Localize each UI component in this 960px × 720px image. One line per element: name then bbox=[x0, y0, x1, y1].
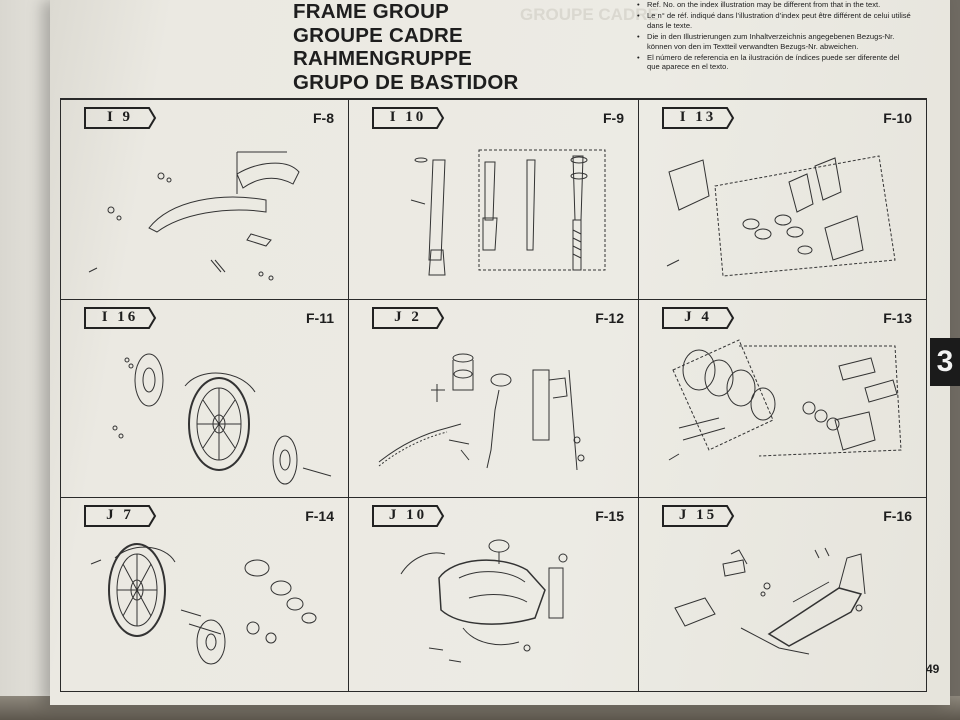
front-fork-drawing bbox=[410, 149, 606, 276]
index-cell[interactable]: J 7 F-14 bbox=[61, 498, 349, 692]
ref-label: I 10 bbox=[389, 109, 427, 125]
index-cell[interactable]: J 4 F-13 bbox=[639, 300, 927, 498]
title-french: GROUPE CADRE bbox=[293, 23, 463, 47]
figure-number: F-12 bbox=[595, 310, 624, 326]
ref-tab: I 13 bbox=[661, 106, 735, 130]
figure-number: F-10 bbox=[883, 110, 912, 126]
index-cell[interactable]: J 2 F-12 bbox=[349, 300, 639, 498]
front-brake-caliper-drawing bbox=[666, 155, 896, 277]
section-tab[interactable]: 3 bbox=[930, 338, 960, 386]
ref-tab: I 10 bbox=[371, 106, 445, 130]
figure-number: F-15 bbox=[595, 508, 624, 524]
note-french: Le n° de réf. indiqué dans l’illustratio… bbox=[637, 11, 912, 30]
fuel-tank-drawing bbox=[400, 539, 568, 663]
ref-label: J 7 bbox=[106, 507, 134, 523]
ref-label: J 2 bbox=[394, 309, 422, 325]
ref-label: J 4 bbox=[684, 309, 712, 325]
ref-tab: J 2 bbox=[371, 306, 445, 330]
ref-tab: J 15 bbox=[661, 504, 735, 528]
ref-tab: J 7 bbox=[83, 504, 157, 528]
ref-label: I 16 bbox=[101, 309, 139, 325]
front-wheel-drawing bbox=[112, 353, 332, 485]
note-spanish: El número de referencia en la ilustració… bbox=[637, 53, 912, 72]
title-german: RAHMENGRUPPE bbox=[293, 47, 472, 70]
ref-label: I 13 bbox=[679, 109, 717, 125]
manual-page bbox=[50, 0, 950, 705]
figure-number: F-16 bbox=[883, 508, 912, 524]
index-cell[interactable]: J 15 F-16 bbox=[639, 498, 927, 692]
note-english: Ref. No. on the index illustration may b… bbox=[637, 0, 912, 10]
rear-brake-caliper-drawing bbox=[668, 339, 902, 461]
ref-label: J 15 bbox=[678, 507, 718, 523]
front-fender-drawing bbox=[88, 151, 300, 281]
index-cell[interactable]: I 16 F-11 bbox=[61, 300, 349, 498]
ref-tab: J 4 bbox=[661, 306, 735, 330]
index-cell[interactable]: I 13 F-10 bbox=[639, 100, 927, 300]
ref-label: I 9 bbox=[106, 109, 134, 125]
show-through-text: GROUPE CADRE bbox=[520, 5, 659, 24]
illustration-index-grid: I 9 F-8 I 10 F-9 bbox=[60, 98, 927, 692]
seat-rail-drawing bbox=[674, 547, 866, 655]
ref-label: J 10 bbox=[388, 507, 428, 523]
title-spanish: GRUPO DE BASTIDOR bbox=[293, 70, 519, 94]
figure-number: F-8 bbox=[313, 110, 334, 126]
page-number: 49 bbox=[926, 662, 940, 676]
ref-tab: I 9 bbox=[83, 106, 157, 130]
title-english: FRAME GROUP bbox=[293, 0, 449, 23]
figure-number: F-11 bbox=[305, 310, 334, 326]
index-cell[interactable]: I 10 F-9 bbox=[349, 100, 639, 300]
ref-tab: J 10 bbox=[371, 504, 445, 528]
note-german: Die in den Illustrierungen zum Inhaltver… bbox=[637, 32, 912, 51]
rear-brake-master-cylinder-drawing bbox=[378, 353, 585, 471]
ref-tab: I 16 bbox=[83, 306, 157, 330]
figure-number: F-9 bbox=[603, 110, 624, 126]
figure-number: F-13 bbox=[883, 310, 912, 326]
rear-wheel-drawing bbox=[90, 543, 317, 665]
index-cell[interactable]: J 10 F-15 bbox=[349, 498, 639, 692]
figure-number: F-14 bbox=[305, 508, 334, 524]
page-title: FRAME GROUP GROUPE CADRE RAHMENGRUPPE GR… bbox=[293, 0, 519, 94]
index-cell[interactable]: I 9 F-8 bbox=[61, 100, 349, 300]
reference-notes: Ref. No. on the index illustration may b… bbox=[637, 0, 912, 74]
